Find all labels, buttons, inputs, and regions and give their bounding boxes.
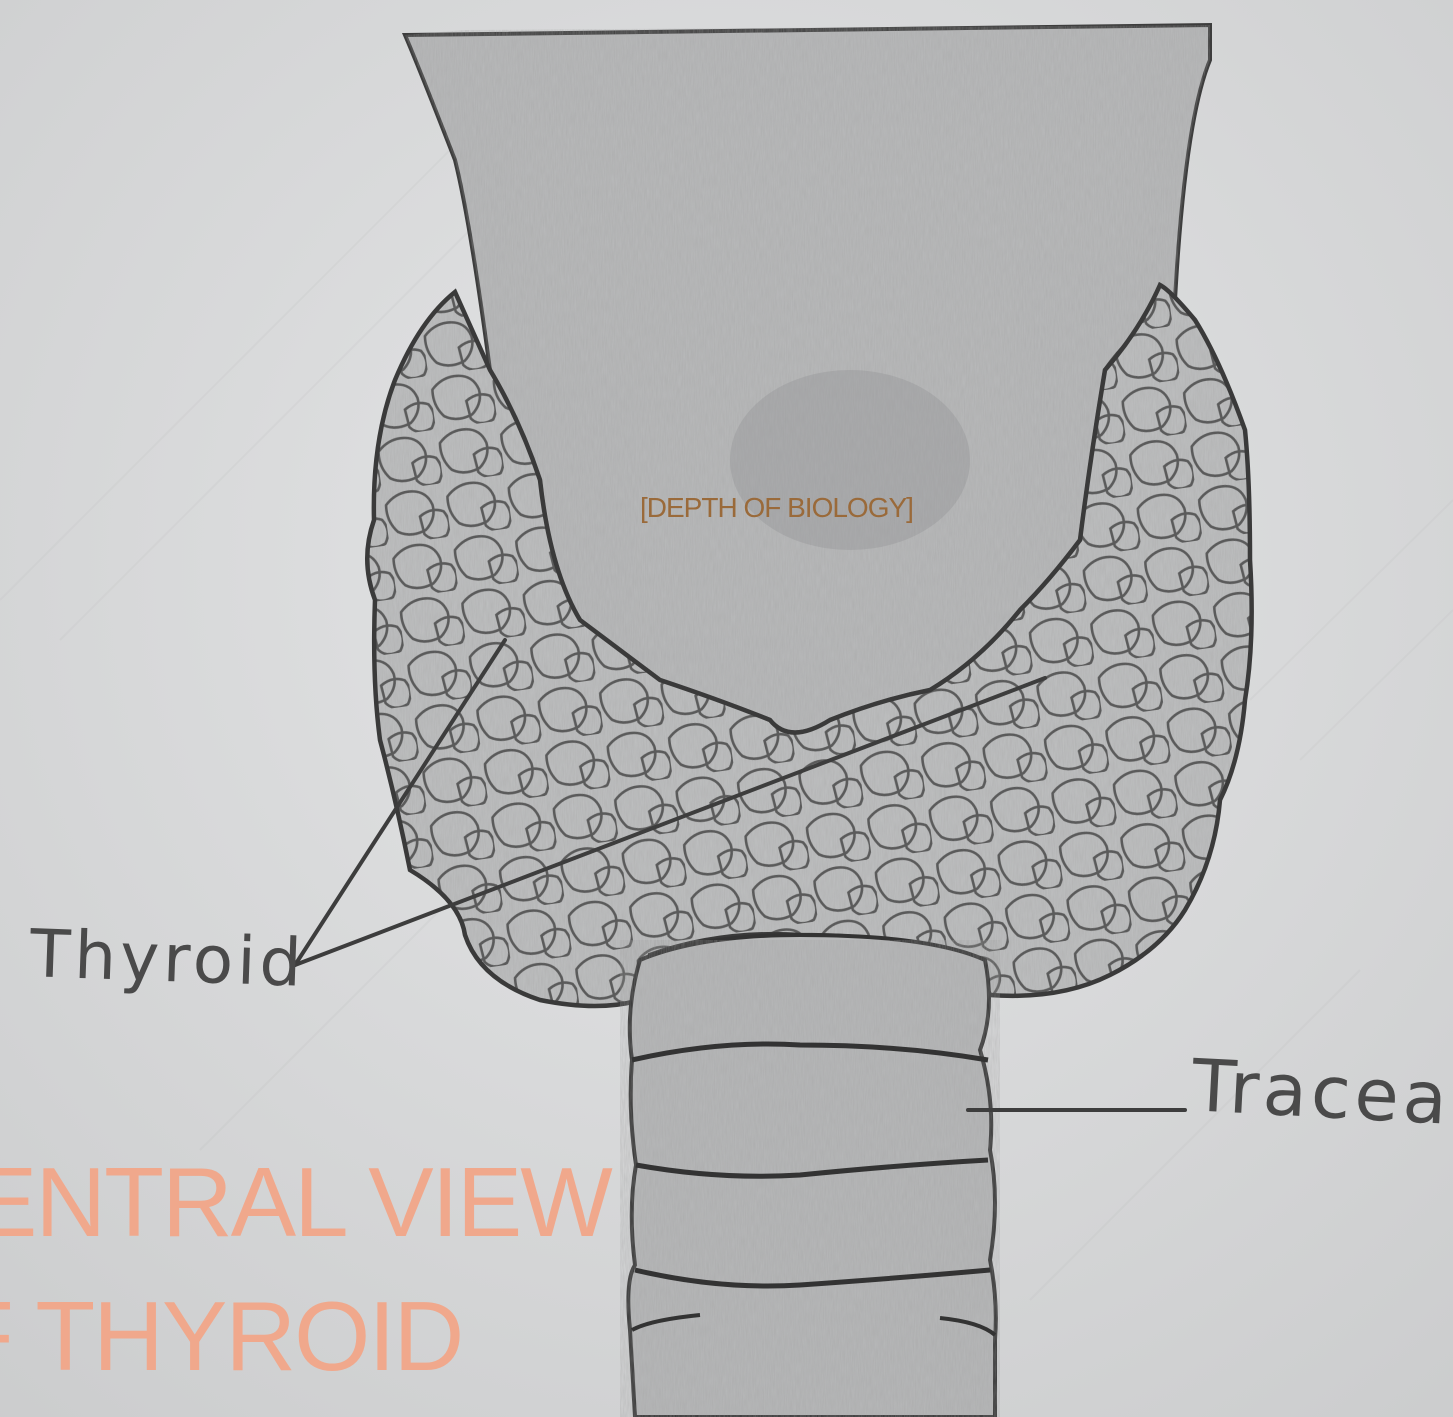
caption-line-2: F THYROID (0, 1280, 462, 1393)
trachea (620, 930, 1010, 1417)
watermark-text: [DEPTH OF BIOLOGY] (640, 492, 913, 524)
thyroid-label: Thyroid (29, 915, 307, 1002)
caption-line-1: ENTRAL VIEW (0, 1146, 611, 1259)
trachea-label: Tracea (1190, 1043, 1453, 1140)
